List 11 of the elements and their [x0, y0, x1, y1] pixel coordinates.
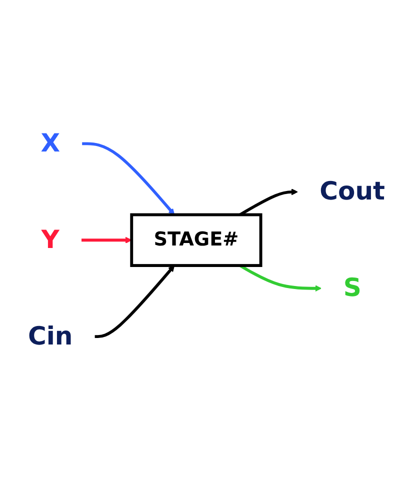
- node-box: STAGE#: [130, 214, 262, 268]
- arrow: [82, 142, 175, 216]
- node-text: Y: [41, 225, 60, 255]
- arrow: [82, 237, 132, 244]
- arrow: [239, 264, 322, 292]
- node-text: S: [343, 274, 362, 304]
- node-text: Cout: [320, 177, 386, 207]
- node-text: Cin: [28, 322, 73, 352]
- arrow: [239, 189, 298, 216]
- arrow: [94, 266, 175, 338]
- node-text: X: [40, 128, 60, 158]
